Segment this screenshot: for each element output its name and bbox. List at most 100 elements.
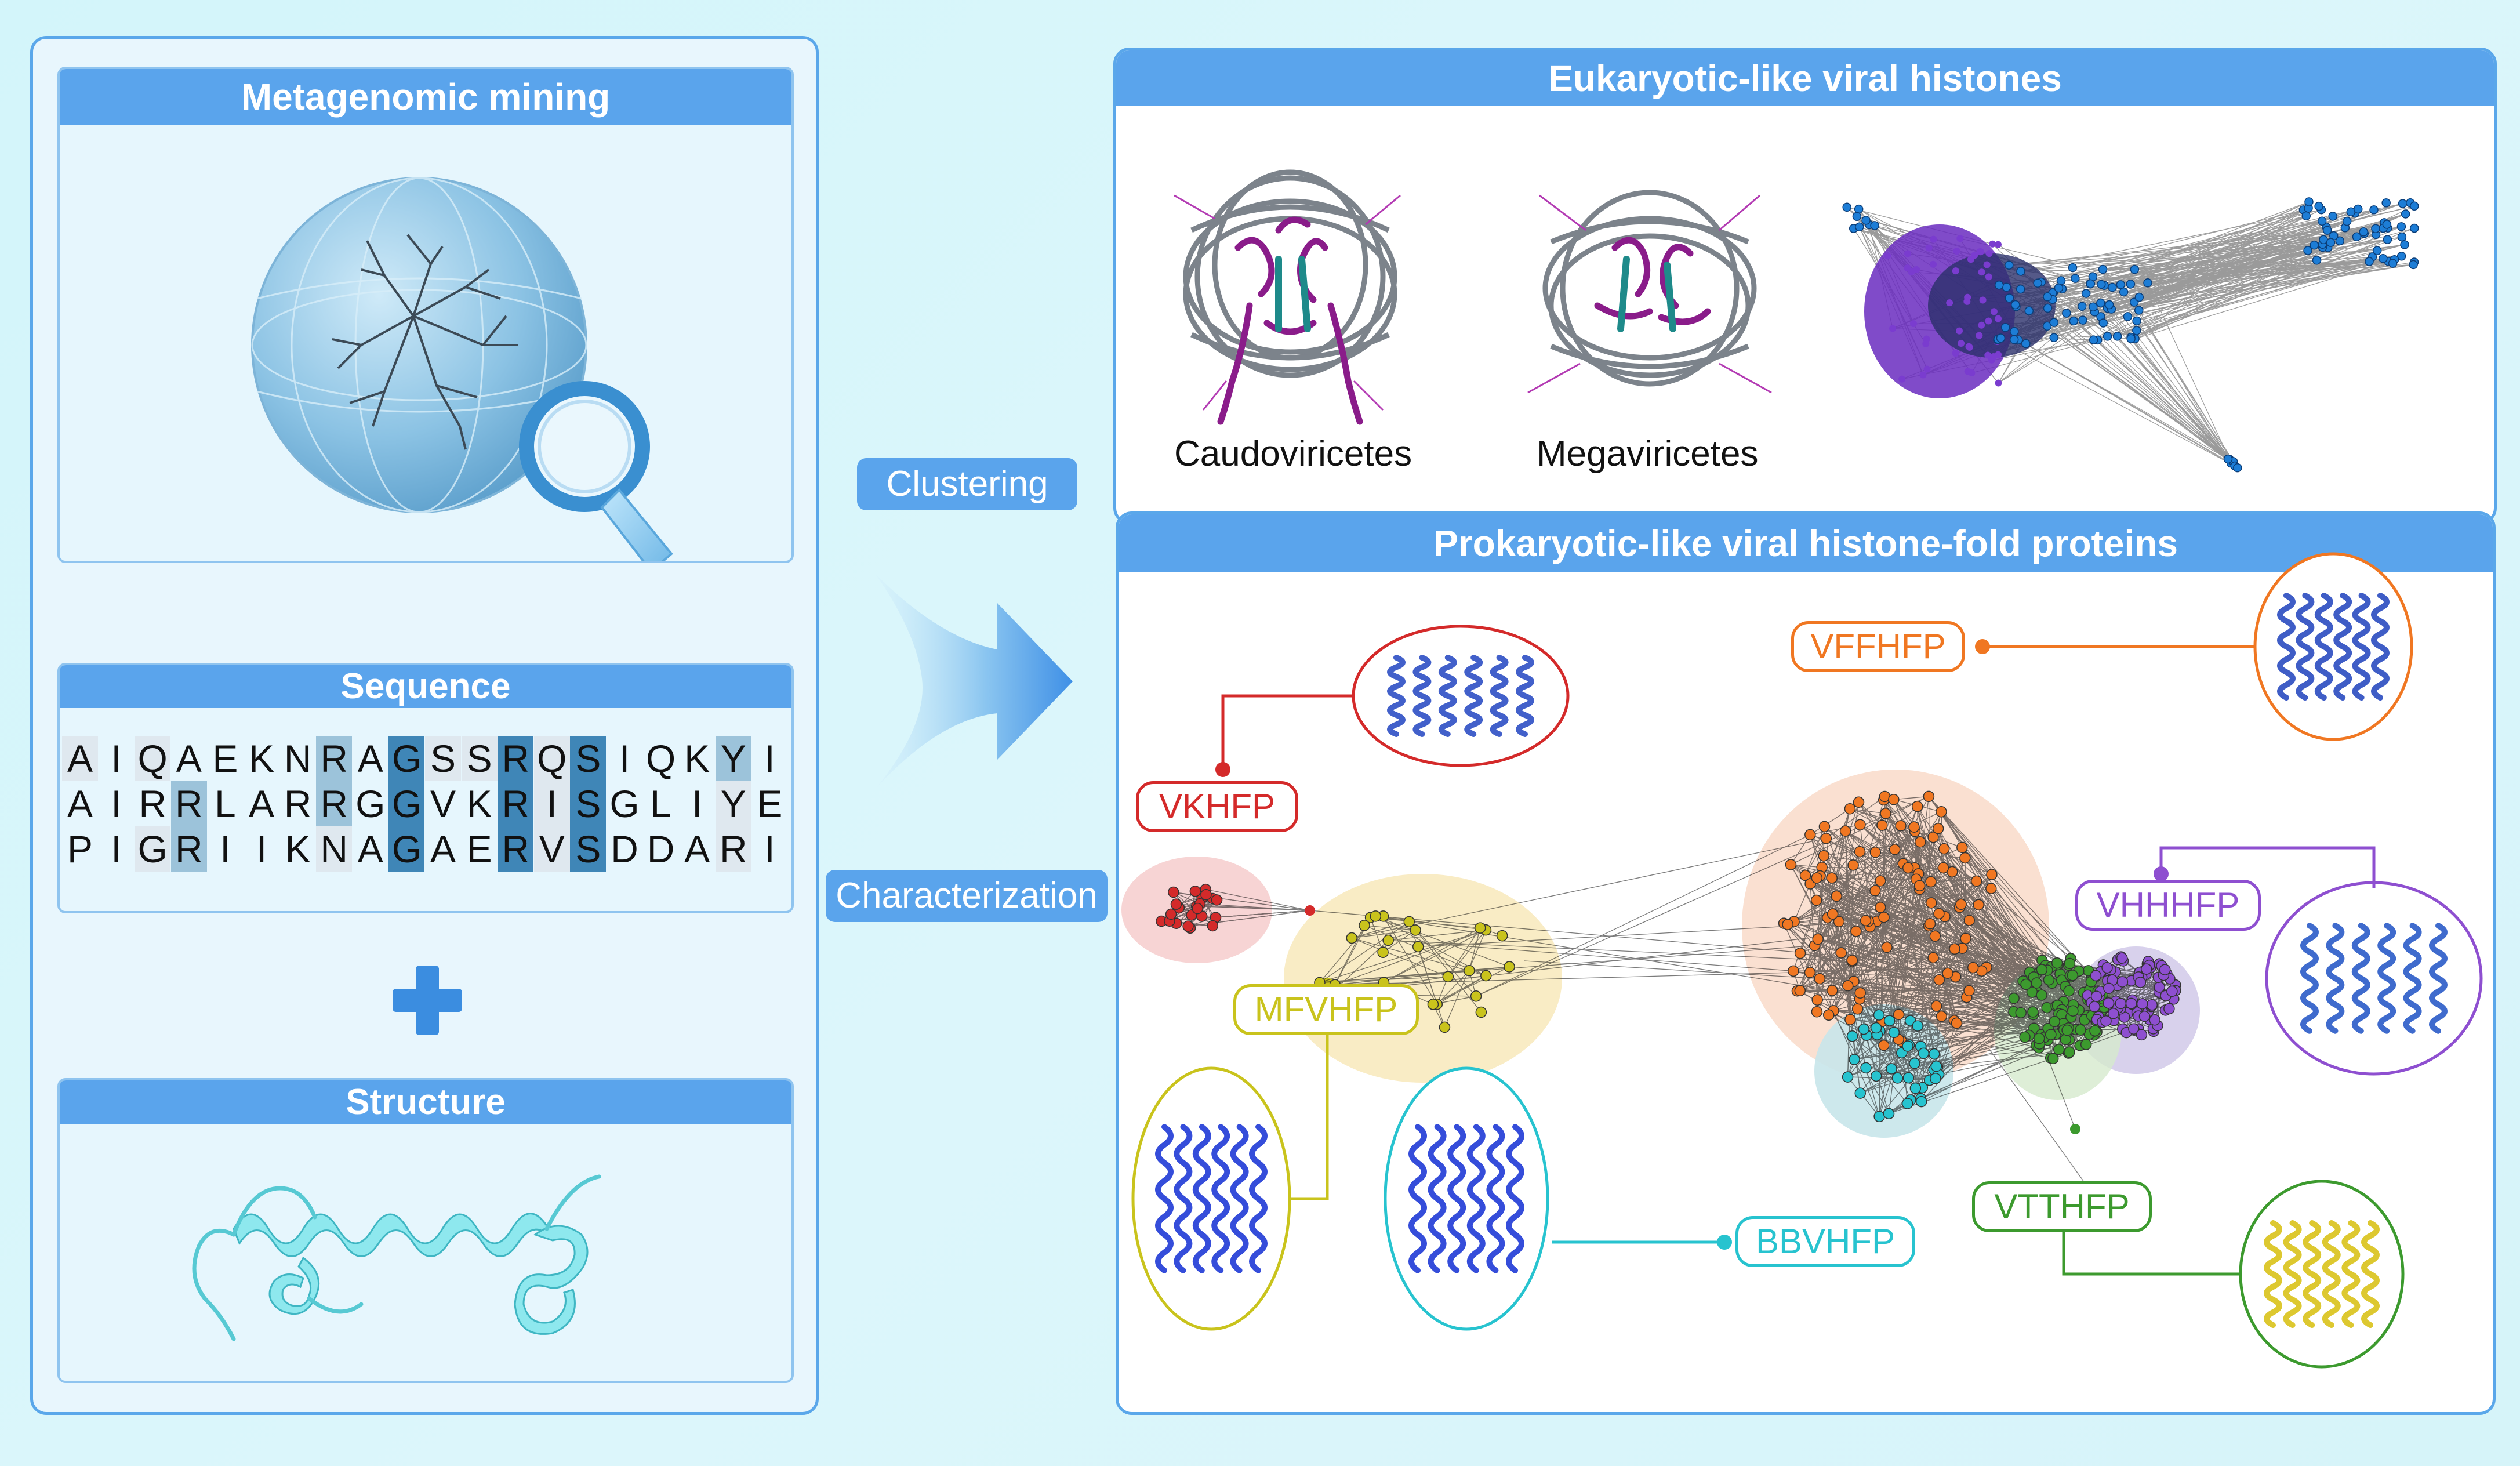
helix-ribbon [1249,1124,1268,1273]
network-node [1959,852,1971,864]
network-node [2042,321,2052,331]
network-node [2098,264,2108,274]
network-node [2125,997,2137,1010]
network-node [2138,1010,2151,1022]
network-node [2089,302,2098,312]
network-node [2005,293,2014,303]
network-node [1923,790,1935,803]
network-node [2233,463,2242,473]
network-node [2112,332,2122,341]
residue-cell: Q [533,736,570,781]
flow-arrow-icon [876,574,1073,789]
network-node [2223,454,2233,464]
residue-cell: G [388,826,425,872]
network-node [2134,306,2144,315]
network-node [2146,999,2158,1011]
network-node [1851,1003,1864,1015]
residue-cell: G [609,782,640,825]
network-node [2397,232,2407,242]
helix-ribbon [1192,1124,1211,1273]
helix-ribbon [2300,923,2319,1034]
residue-cell: A [67,782,93,825]
network-node [1990,308,1998,315]
network-node [1973,899,1985,911]
network-node [2382,220,2392,229]
network-node [1850,926,1862,937]
helix-ribbon [2326,923,2345,1034]
mfvhfp-tag: MFVHFP [1233,984,1419,1035]
residue-cell: R [316,736,353,781]
network-node [1869,885,1881,897]
network-node [2371,224,2380,233]
residue-cell: N [284,737,312,780]
network-node [1847,859,1859,871]
network-node [1189,886,1201,897]
network-node [2136,1029,2148,1041]
network-node [1442,971,1454,983]
network-node [2166,985,2178,997]
network-node [1881,941,1893,953]
network-node [1876,819,1888,831]
network-node [2016,284,2025,294]
network-node [1952,350,1959,357]
network-node [2317,216,2327,226]
network-node [1995,379,2002,387]
residue-cell: K [285,828,311,870]
network-node [2116,976,2129,988]
plus-icon [393,966,462,1035]
network-node [1889,325,1897,332]
network-node [2098,318,2108,328]
network-node [2396,222,2406,231]
helix-ribbon [1387,655,1406,737]
network-node [2064,1046,2075,1058]
helix-ribbon [2371,593,2390,701]
residue-cell: I [256,828,267,870]
network-node [1933,974,1945,986]
network-node [1936,805,1947,818]
network-node [2410,223,2419,233]
network-node [2031,977,2043,989]
network-node [2134,292,2144,302]
network-node [1168,886,1179,898]
network-node [1854,846,1866,858]
network-node [1883,1015,1896,1026]
network-node [1995,315,2002,322]
network-node [2043,974,2055,986]
network-node [2078,302,2087,311]
network-node [1914,836,1926,848]
network-node [1842,202,1851,212]
network-node [2024,306,2034,315]
network-node [2071,274,2080,283]
sequence-title: Sequence [60,665,791,708]
network-node [1811,1006,1823,1018]
network-node [1849,1054,1860,1065]
network-node [1925,244,1933,252]
network-node [1875,875,1886,887]
network-node [1852,212,1862,222]
residue-cell: S [461,736,498,781]
network-node [1956,841,1968,854]
network-node [1883,1108,1895,1120]
network-node [2143,278,2152,288]
network-node [2107,1007,2119,1019]
network-node [1170,898,1182,910]
network-node [2081,289,2091,298]
network-node [1855,222,1864,231]
network-node [1978,321,1985,329]
residue-cell: K [684,737,710,780]
residue-cell: I [111,737,122,780]
left-panel: Metagenomic mining [30,36,819,1415]
network-node [1909,1057,1920,1069]
helix-ribbon [1230,1124,1249,1273]
network-node [1835,947,1847,959]
network-node [1439,1021,1451,1033]
residue-cell: R [715,826,751,872]
caudoviricetes-label: Caudoviricetes [1174,434,1412,474]
network-node [1382,934,1394,946]
network-node [2020,978,2032,990]
vffhfp-structure-oval [2253,552,2413,741]
network-node [1909,320,1917,328]
network-node [2396,252,2406,261]
network-node [2009,335,2019,344]
network-node [2075,1024,2086,1036]
